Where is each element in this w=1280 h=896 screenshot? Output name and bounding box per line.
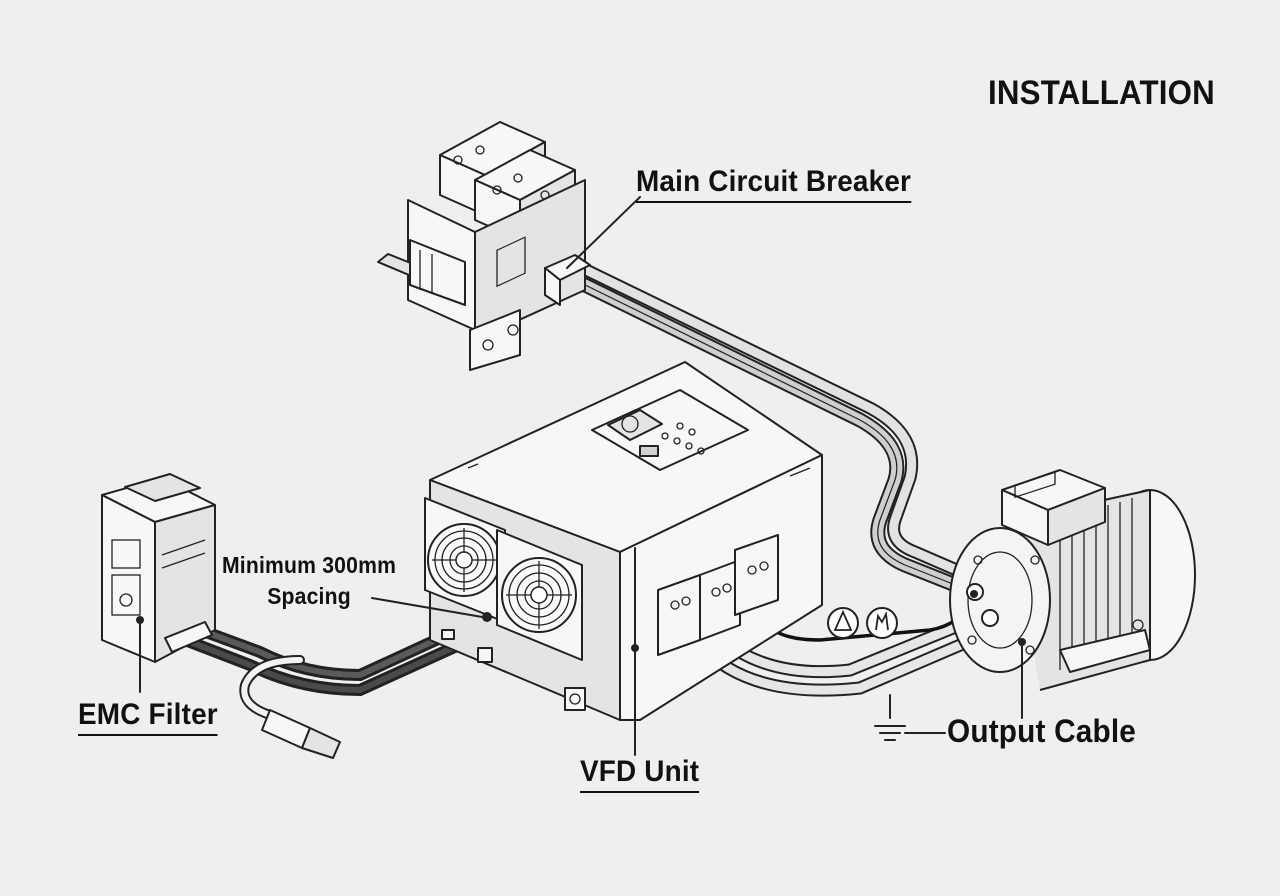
- label-vfd-unit: VFD Unit: [580, 755, 700, 793]
- label-spacing-line1: Minimum 300mm: [222, 552, 397, 578]
- motor-icon: [949, 469, 1196, 719]
- label-spacing: Minimum 300mm Spacing: [222, 550, 396, 612]
- cooling-fan-icon: [496, 529, 583, 661]
- emc-filter-icon: [101, 473, 341, 759]
- diagram-title: INSTALLATION: [988, 74, 1215, 112]
- hot-surface-warning-icon: [866, 607, 898, 639]
- label-output-cable: Output Cable: [947, 713, 1137, 749]
- cooling-fan-icon: [424, 497, 506, 623]
- label-spacing-line2: Spacing: [267, 583, 351, 609]
- label-main-circuit-breaker: Main Circuit Breaker: [636, 165, 912, 203]
- warning-triangle-icon: [827, 607, 859, 639]
- label-emc-filter: EMC Filter: [78, 698, 218, 736]
- cable-emc-to-vfd: [179, 622, 476, 720]
- ground-symbol-icon: [874, 694, 946, 741]
- circuit-breaker-icon: [377, 121, 641, 371]
- cable-breaker-to-motor: [567, 261, 982, 598]
- vfd-unit-icon: [424, 361, 823, 756]
